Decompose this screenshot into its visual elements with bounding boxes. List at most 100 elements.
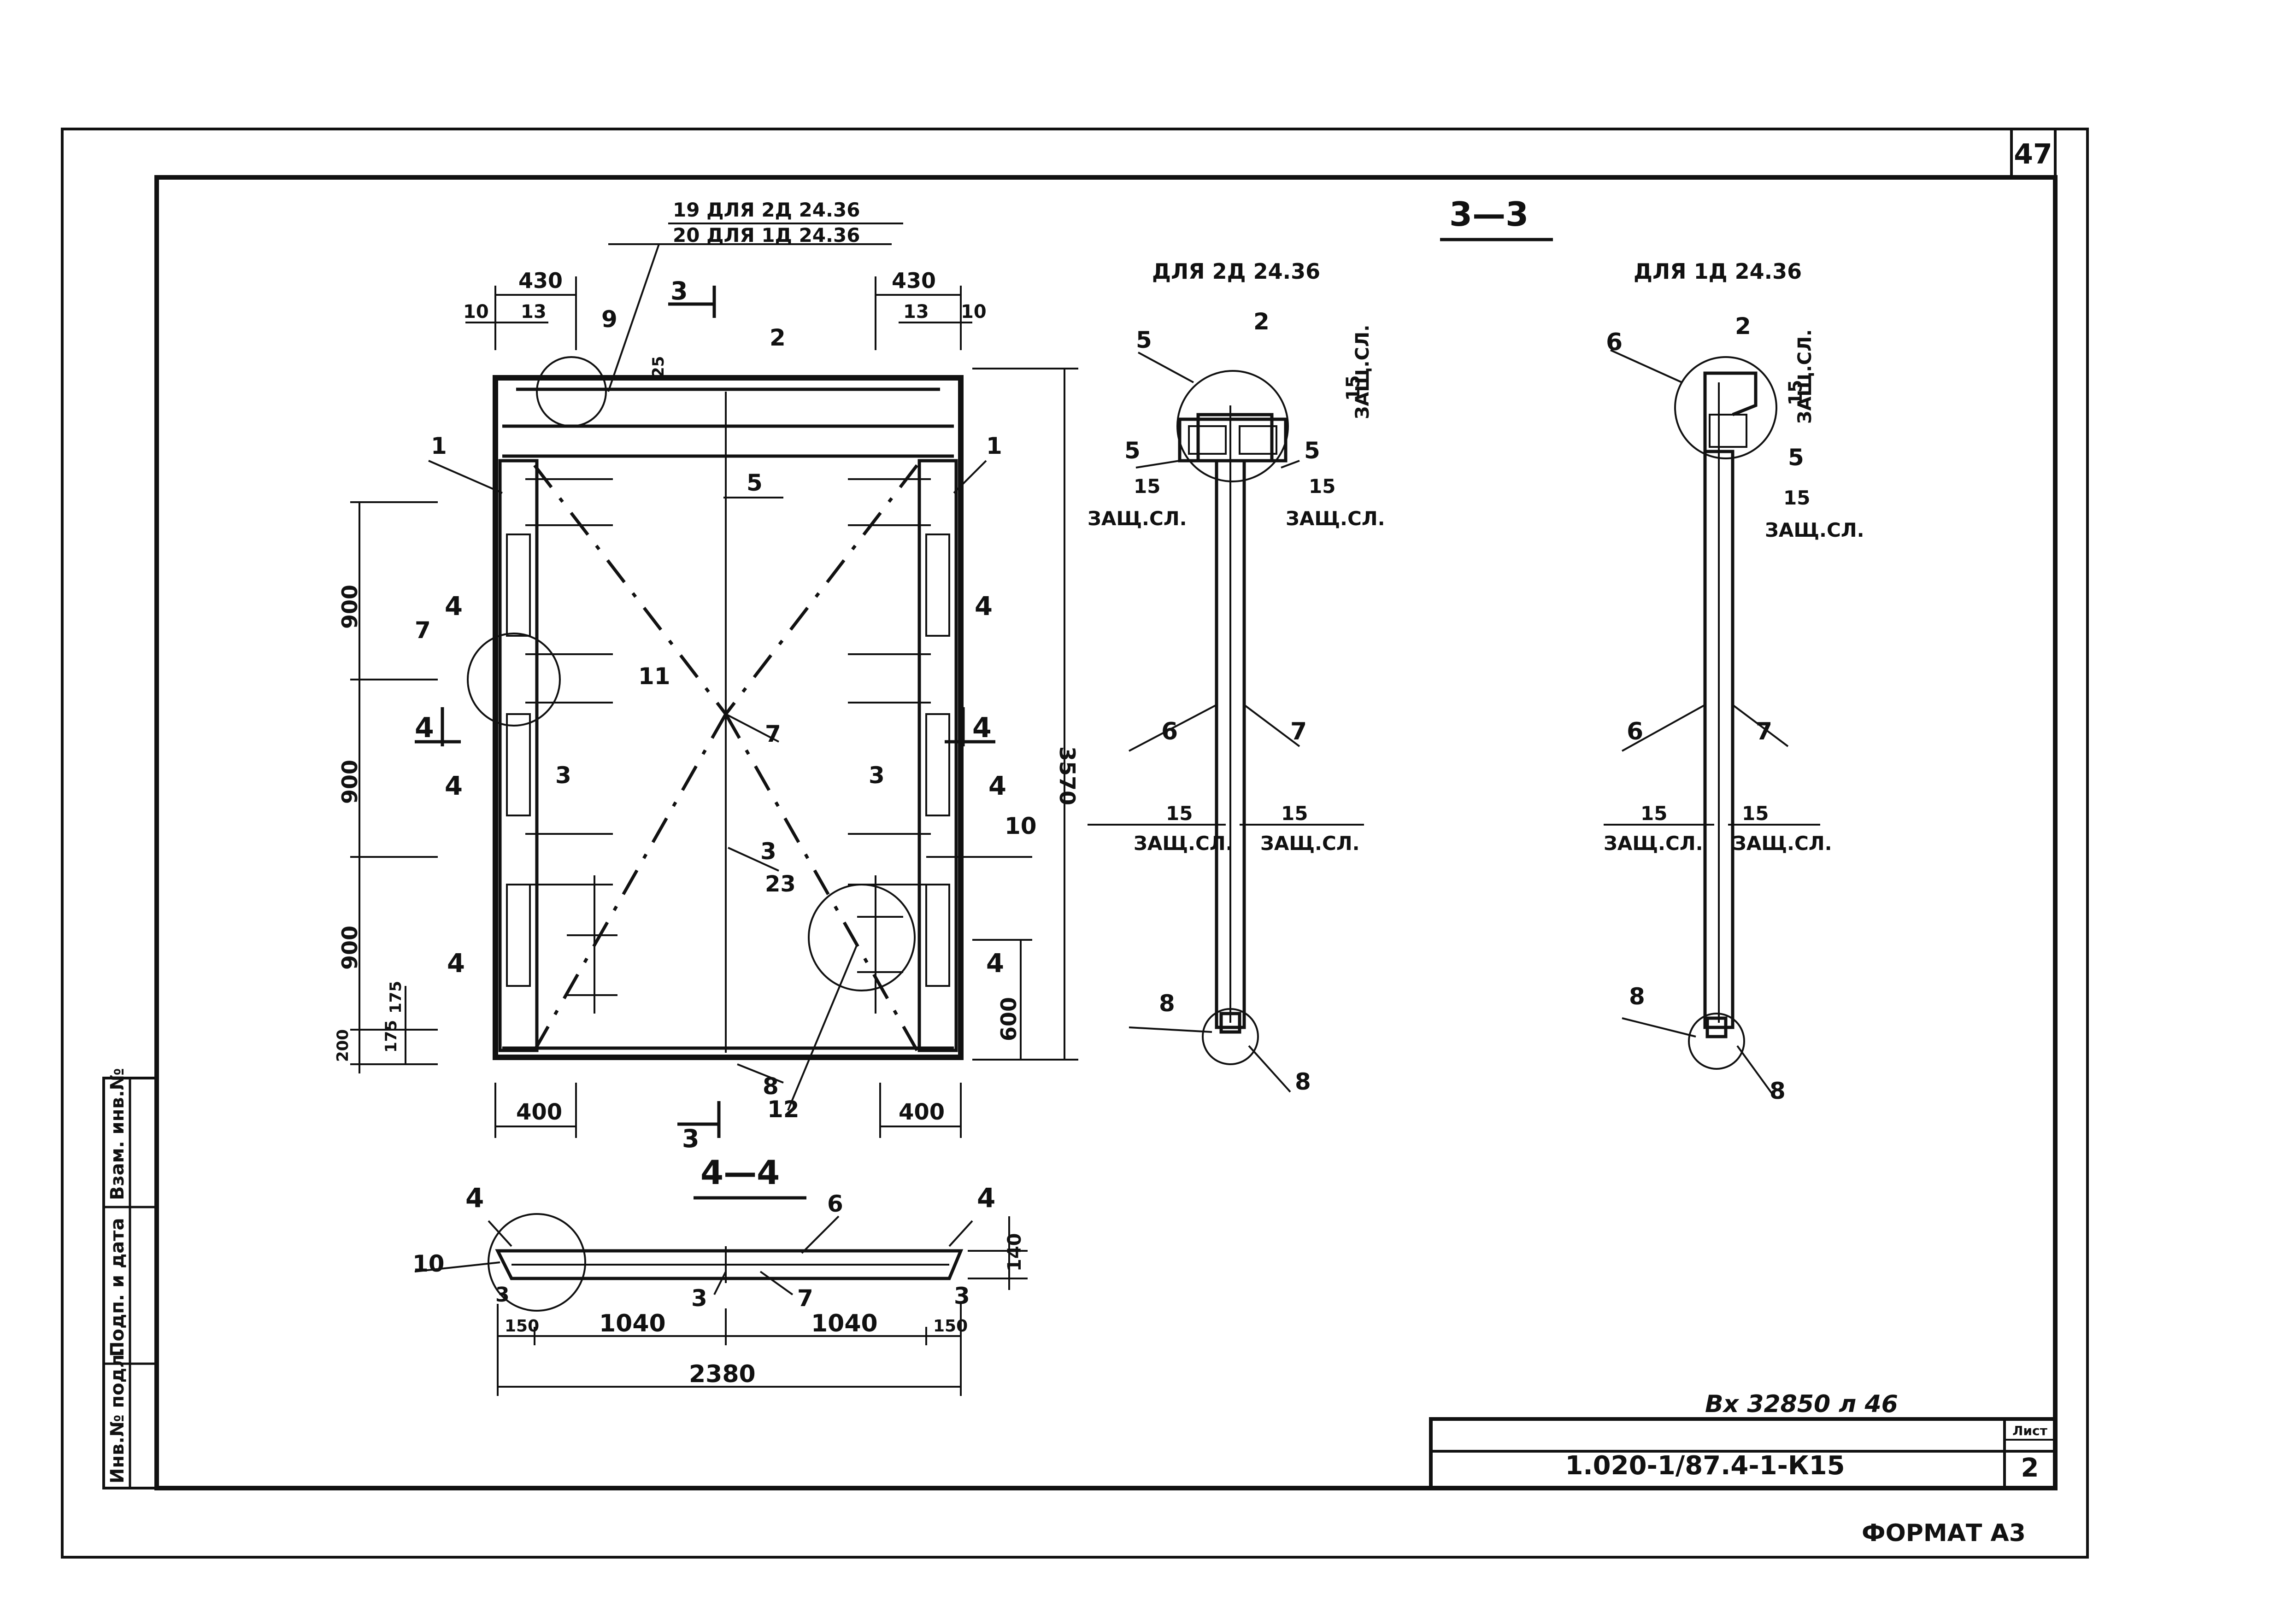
mark-1-right: 1 (986, 433, 1002, 459)
opening-diagonal (533, 464, 727, 715)
s33-cover-a: ЗАЩ.СЛ. (1088, 507, 1187, 530)
dim-600: 600 (996, 997, 1021, 1041)
dim-900-1: 900 (337, 585, 362, 629)
note-1d: 20 ДЛЯ 1Д 24.36 (673, 224, 860, 246)
elevation-view: 19 ДЛЯ 2Д 24.36 20 ДЛЯ 1Д 24.36 430 430 … (334, 199, 1080, 1153)
dim-13-right: 13 (903, 301, 929, 322)
section-44-title: 4—4 (700, 1153, 780, 1192)
section-44-profile (495, 1249, 964, 1280)
page-number-box (2010, 128, 2057, 179)
s33-cover-b: ЗАЩ.СЛ. (1286, 507, 1385, 530)
format-label: ФОРМАТ А3 (1862, 1519, 2026, 1547)
dim-10-right: 10 (961, 301, 987, 322)
inner-frame (154, 175, 2058, 1490)
s33-cover-g: ЗАЩ.СЛ. (1794, 329, 1816, 424)
dim-400-left: 400 (516, 1099, 562, 1125)
mark-11: 11 (638, 663, 670, 690)
mark-4-e: 4 (988, 771, 1006, 801)
dim-175a: 175 (382, 1020, 400, 1053)
mark-3-right: 3 (869, 762, 885, 789)
s44-dim-2380: 2380 (689, 1360, 756, 1388)
s44-dim-140: 140 (1004, 1233, 1025, 1272)
s33-mark-8-d: 8 (1770, 1078, 1786, 1104)
s33-dim15-e: 15 (1281, 802, 1308, 825)
s33-cover-i: ЗАЩ.СЛ. (1733, 832, 1832, 855)
s44-dim-150-right: 150 (933, 1317, 968, 1336)
s33-dim15-h: 15 (1640, 802, 1667, 825)
s44-mark-3-center: 3 (691, 1285, 707, 1312)
title-block (1429, 1417, 2057, 1490)
mark-4-f: 4 (986, 949, 1004, 979)
mark-4-a: 4 (445, 592, 463, 621)
mark-4-c: 4 (447, 949, 465, 979)
mark-12: 12 (767, 1096, 800, 1123)
stamp-inv-podl: Инв.№ подл. (107, 1347, 128, 1483)
sub-1d: ДЛЯ 1Д 24.36 (1634, 259, 1802, 284)
s33-cover-c: ЗАЩ.СЛ. (1352, 325, 1373, 419)
s33-dim15-c: 15 (1343, 375, 1364, 401)
s33-mark-6-top-r: 6 (1606, 328, 1623, 356)
section-4-4: 4—4 4 4 6 10 3 3 7 3 (412, 1153, 1028, 1396)
s33-mark-8-a: 8 (1159, 990, 1175, 1017)
s33-dim15-d: 15 (1166, 802, 1193, 825)
dim-3570: 3570 (1055, 746, 1080, 805)
sheet-number: 2 (2021, 1453, 2039, 1483)
s33-cover-e: ЗАЩ.СЛ. (1260, 832, 1360, 855)
mark-9: 9 (601, 306, 617, 333)
sheet-label: Лист (2012, 1423, 2047, 1438)
dim-430-left: 430 (518, 268, 563, 293)
dim-200: 200 (334, 1029, 352, 1062)
mark-8: 8 (763, 1073, 779, 1100)
drawing-designation: 1.020-1/87.4-1-К15 (1565, 1451, 1845, 1481)
s44-mark-3-right: 3 (954, 1283, 970, 1309)
s33-mark-7-left: 7 (1290, 718, 1307, 745)
page-number: 47 (2014, 138, 2052, 170)
dim-13-left: 13 (521, 301, 547, 322)
s44-dim-1040-left: 1040 (599, 1310, 666, 1337)
dim-25: 25 (649, 356, 668, 378)
s33-mark-6-left: 6 (1161, 718, 1178, 745)
s33-mark-5-right: 5 (1788, 444, 1804, 471)
s44-dim-150-left: 150 (505, 1317, 539, 1336)
s44-dim-1040-right: 1040 (811, 1310, 878, 1337)
section-mark-3-bottom: 3 (682, 1124, 700, 1153)
s33-dim15-b: 15 (1309, 475, 1335, 498)
s33-dim15-a: 15 (1134, 475, 1160, 498)
mark-3-left: 3 (555, 762, 571, 789)
mark-10: 10 (1005, 813, 1037, 839)
dim-430-right: 430 (892, 268, 936, 293)
s33-mark-6-right: 6 (1627, 718, 1643, 745)
panel-outline (493, 375, 964, 1060)
mark-5: 5 (747, 469, 763, 496)
dim-175b: 175 (387, 981, 405, 1014)
mark-1-left: 1 (431, 433, 447, 459)
mark-3-center: 3 (760, 838, 776, 865)
s33-mark-2-right: 2 (1735, 313, 1751, 340)
sub-2d: ДЛЯ 2Д 24.36 (1152, 259, 1320, 284)
s33-dim15-g: 15 (1785, 380, 1806, 405)
mark-7-left: 7 (415, 617, 431, 644)
s44-mark-4-right: 4 (977, 1182, 995, 1214)
mark-2-top: 2 (770, 324, 786, 351)
s44-mark-3-left: 3 (495, 1283, 510, 1307)
outer-frame (61, 128, 2089, 1559)
section-mark-4-right: 4 (972, 712, 992, 744)
section-3-3: 3—3 ДЛЯ 2Д 24.36 ДЛЯ 1Д 24.36 (1088, 195, 1864, 1104)
mark-4-d: 4 (975, 592, 993, 621)
s33-dim15-f: 15 (1783, 487, 1810, 509)
s33-dim15-i: 15 (1742, 802, 1769, 825)
s44-mark-4-left: 4 (465, 1182, 484, 1214)
inventory-note: Вх 32850 л 46 (1705, 1390, 1898, 1418)
section-mark-4-left: 4 (415, 712, 434, 744)
mark-7-center: 7 (765, 721, 781, 747)
s33-mark-7-right: 7 (1756, 718, 1772, 745)
mark-4-b: 4 (445, 771, 463, 801)
s33-mark-8-b: 8 (1295, 1068, 1311, 1095)
section-33-title: 3—3 (1449, 195, 1529, 234)
s44-mark-10: 10 (412, 1250, 445, 1277)
note-2d: 19 ДЛЯ 2Д 24.36 (673, 199, 860, 221)
s33-cover-h: ЗАЩ.СЛ. (1604, 832, 1703, 855)
s33-mark-5-r: 5 (1304, 437, 1320, 464)
section-mark-3-top: 3 (670, 276, 688, 305)
